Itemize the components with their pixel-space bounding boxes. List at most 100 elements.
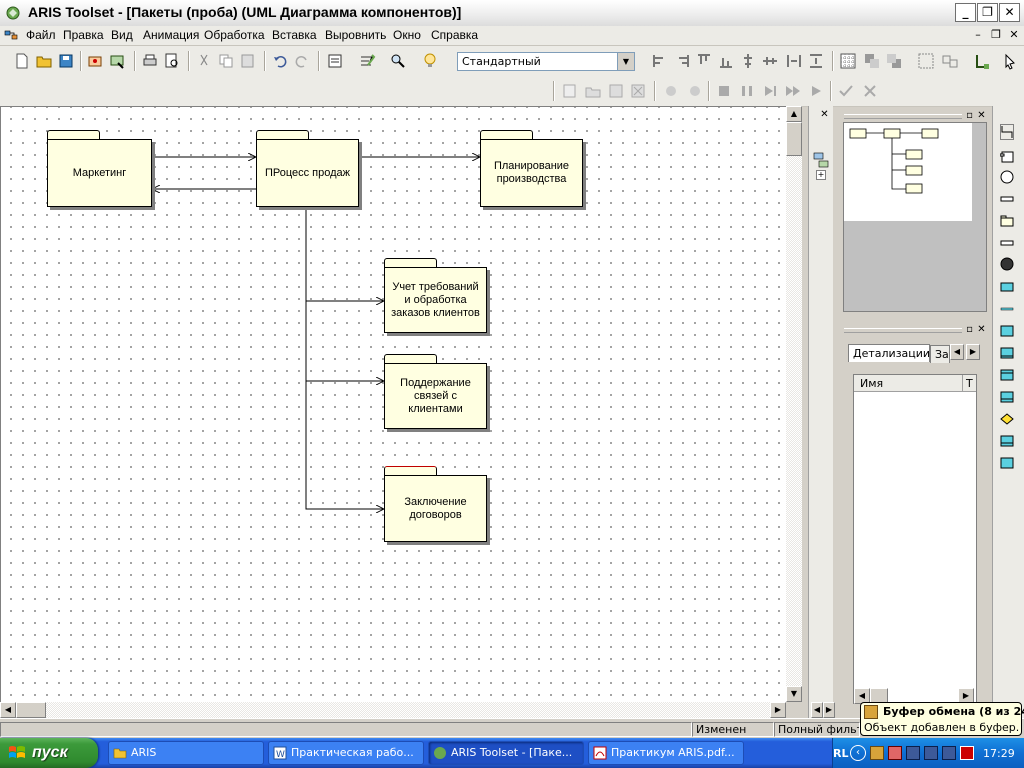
interface-symbol-icon[interactable] bbox=[1000, 236, 1014, 250]
taskbar-item-word-document[interactable]: W Практическая рабо... bbox=[268, 741, 424, 765]
package-requirements[interactable]: Учет требований и обработка заказов клие… bbox=[384, 267, 487, 333]
screen-symbol-icon[interactable] bbox=[1000, 434, 1014, 448]
menu-insert[interactable]: Вставка bbox=[272, 28, 317, 42]
vertical-scroll-thumb[interactable] bbox=[786, 122, 802, 156]
network-icon[interactable] bbox=[924, 746, 938, 760]
sim-step-icon[interactable] bbox=[662, 81, 682, 101]
menu-edit[interactable]: Правка bbox=[63, 28, 104, 42]
align-middle-icon[interactable] bbox=[760, 51, 780, 71]
connection-tool-icon[interactable] bbox=[1000, 124, 1014, 140]
circle-symbol-icon[interactable] bbox=[1000, 170, 1014, 184]
copy-icon[interactable] bbox=[216, 51, 236, 71]
undo-icon[interactable] bbox=[270, 51, 290, 71]
chevron-down-icon[interactable]: ▼ bbox=[617, 53, 634, 70]
column-header-type[interactable]: Т bbox=[966, 377, 973, 390]
bring-front-icon[interactable] bbox=[862, 51, 882, 71]
object-symbol-icon[interactable] bbox=[1000, 324, 1014, 338]
mdi-restore-button[interactable]: ❐ bbox=[991, 28, 1001, 41]
view-select[interactable]: Стандартный ▼ bbox=[457, 52, 635, 71]
taskbar-item-pdf[interactable]: Практикум ARIS.pdf... bbox=[588, 741, 744, 765]
horizontal-scroll-thumb[interactable] bbox=[16, 702, 46, 718]
new-document-icon[interactable] bbox=[12, 51, 32, 71]
check-icon[interactable] bbox=[836, 81, 856, 101]
menu-animation[interactable]: Анимация bbox=[143, 28, 200, 42]
print-preview-icon[interactable] bbox=[162, 51, 182, 71]
document-symbol-icon[interactable] bbox=[1000, 346, 1014, 360]
minimize-button[interactable]: _ bbox=[955, 3, 976, 22]
menu-help[interactable]: Справка bbox=[431, 28, 479, 42]
package-marketing[interactable]: Маркетинг bbox=[47, 139, 152, 207]
step-forward-icon[interactable] bbox=[760, 81, 780, 101]
close-icon[interactable]: ✕ bbox=[977, 110, 986, 121]
tab-second[interactable]: За bbox=[930, 345, 950, 363]
menu-file[interactable]: Файл bbox=[26, 28, 56, 42]
diagram-canvas[interactable]: Маркетинг ПРоцесс продаж Планирование пр… bbox=[0, 106, 786, 702]
sim-new-icon[interactable] bbox=[560, 81, 580, 101]
menu-processing[interactable]: Обработка bbox=[204, 28, 265, 42]
sim-close-icon[interactable] bbox=[628, 81, 648, 101]
close-icon[interactable]: ✕ bbox=[977, 324, 986, 335]
taskbar-item-aris-toolset[interactable]: ARIS Toolset - [Паке... bbox=[428, 741, 584, 765]
panel-grip[interactable] bbox=[844, 114, 962, 119]
align-top-icon[interactable] bbox=[694, 51, 714, 71]
title-bar[interactable]: ARIS Toolset - [Пакеты (проба) (UML Диаг… bbox=[0, 0, 1024, 27]
scroll-right-icon[interactable]: ▶ bbox=[823, 702, 835, 718]
filled-circle-symbol-icon[interactable] bbox=[1000, 257, 1014, 271]
horizontal-scrollbar[interactable] bbox=[0, 702, 786, 718]
clipboard-tray-icon[interactable] bbox=[870, 746, 884, 760]
language-indicator[interactable]: RL bbox=[833, 747, 849, 760]
fast-forward-icon[interactable] bbox=[783, 81, 803, 101]
tray-app-icon[interactable] bbox=[888, 746, 902, 760]
properties-list[interactable] bbox=[853, 374, 977, 704]
module-symbol-icon[interactable] bbox=[1000, 456, 1014, 470]
open-folder-icon[interactable] bbox=[34, 51, 54, 71]
print-icon[interactable] bbox=[140, 51, 160, 71]
align-center-icon[interactable] bbox=[738, 51, 758, 71]
column-divider[interactable] bbox=[962, 375, 963, 391]
tab-details[interactable]: Детализации bbox=[848, 344, 930, 362]
vertical-scrollbar[interactable] bbox=[786, 106, 802, 702]
close-icon[interactable]: ✕ bbox=[820, 109, 829, 120]
class-symbol-icon[interactable] bbox=[1000, 192, 1014, 206]
hierarchy-icon[interactable] bbox=[972, 51, 992, 71]
redo-icon[interactable] bbox=[292, 51, 312, 71]
align-left-icon[interactable] bbox=[650, 51, 670, 71]
tray-expand-icon[interactable]: ‹ bbox=[850, 745, 866, 761]
save-icon[interactable] bbox=[56, 51, 76, 71]
decision-symbol-icon[interactable] bbox=[1000, 412, 1014, 426]
stop-icon[interactable] bbox=[714, 81, 734, 101]
cancel-icon[interactable] bbox=[860, 81, 880, 101]
network-icon[interactable] bbox=[906, 746, 920, 760]
file-symbol-icon[interactable] bbox=[1000, 390, 1014, 404]
document-menu-icon[interactable] bbox=[4, 28, 18, 42]
taskbar-item-aris-folder[interactable]: ARIS bbox=[108, 741, 264, 765]
menu-view[interactable]: Вид bbox=[111, 28, 133, 42]
space-vertical-icon[interactable] bbox=[806, 51, 826, 71]
column-header-name[interactable]: Имя bbox=[860, 377, 884, 390]
panel-restore-icon[interactable]: ▫ bbox=[966, 324, 973, 335]
mdi-close-button[interactable]: ✕ bbox=[1009, 28, 1019, 41]
node-symbol-icon[interactable] bbox=[1000, 280, 1014, 294]
align-bottom-icon[interactable] bbox=[716, 51, 736, 71]
scroll-left-icon[interactable]: ◀ bbox=[0, 702, 16, 718]
explorer-tree-icon[interactable] bbox=[813, 152, 829, 168]
model-explorer-icon[interactable] bbox=[108, 51, 128, 71]
pause-icon[interactable] bbox=[737, 81, 757, 101]
line-symbol-icon[interactable] bbox=[1000, 302, 1014, 316]
panel-grip[interactable] bbox=[844, 328, 962, 333]
panel-restore-icon[interactable]: ▫ bbox=[966, 110, 973, 121]
sim-run-icon[interactable] bbox=[686, 81, 706, 101]
component-symbol-icon[interactable] bbox=[1000, 150, 1014, 164]
properties-icon[interactable] bbox=[325, 51, 345, 71]
pointer-icon[interactable] bbox=[1000, 51, 1020, 71]
send-back-icon[interactable] bbox=[884, 51, 904, 71]
menu-window[interactable]: Окно bbox=[393, 28, 421, 42]
mdi-minimize-button[interactable]: – bbox=[975, 28, 981, 41]
package-symbol-icon[interactable] bbox=[1000, 214, 1014, 228]
lightbulb-icon[interactable] bbox=[420, 51, 440, 71]
align-right-icon[interactable] bbox=[672, 51, 692, 71]
start-button[interactable]: пуск bbox=[0, 738, 98, 768]
volume-icon[interactable] bbox=[942, 746, 956, 760]
package-contracts[interactable]: Заключение договоров bbox=[384, 475, 487, 542]
scroll-up-icon[interactable]: ▲ bbox=[786, 106, 802, 122]
